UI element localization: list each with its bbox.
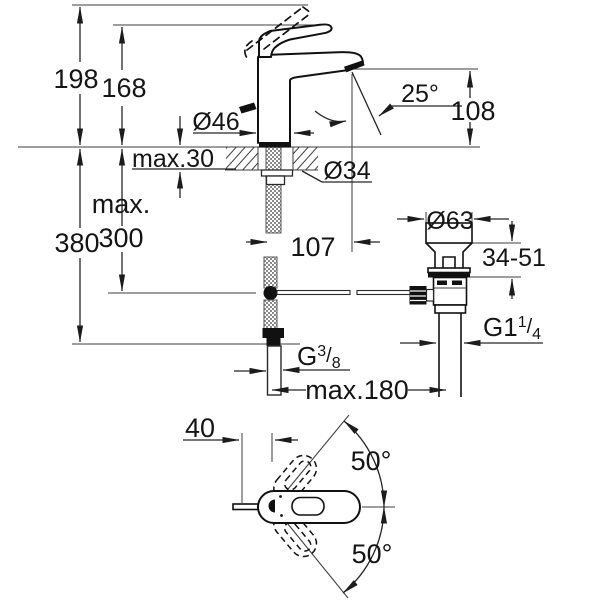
lever-slot-top-view [291,496,325,516]
faucet-outline-spout-underside [289,69,347,144]
temperature-indicator [268,499,275,513]
flow-direction-arrow [314,110,347,128]
dim-total-height-label: 198 [53,64,98,94]
aerator-outlet [344,60,365,73]
lever-raised-dashed [244,6,312,59]
faucet-top-view-body [232,454,361,558]
lever-handle [258,23,333,58]
supply-thread-nipple [266,345,282,396]
waste-flange [427,267,471,274]
dim-depth-rod-label: 300 [98,223,143,253]
dim-spout-height-label: 108 [450,96,495,126]
dim-clamping-range-label: 34-51 [482,244,546,272]
hose-nut-upper [262,328,284,338]
dim-swivel-upper-label: 50° [351,446,392,476]
threaded-shank [265,146,282,234]
dim-lever-height-label: 168 [101,73,146,103]
swivel-upper-line [278,414,350,501]
dimension-labels: 198 168 Ø46 max.30 Ø34 25° 108 max. 380 … [53,64,546,405]
swivel-lower-arc [342,506,388,594]
mounting-washer [260,169,294,177]
top-view-dimension-lines [183,414,395,599]
rod-knurled-connector [409,286,427,305]
waste-body-step [434,304,467,314]
dim-waste-diameter-label: Ø63 [426,207,473,235]
pull-rod-lower [263,256,278,289]
dim-max-prefix-label: max. [92,189,151,219]
hose-nut-lower [266,338,281,346]
dimension-lines [76,6,543,394]
waste-overflow-notch [442,256,456,268]
side-view: 198 168 Ø46 max.30 Ø34 25° 108 max. 380 … [18,4,546,405]
spout-outlet-top-view [232,503,259,511]
dim-spout-reach-label: 107 [290,232,335,262]
faucet-body [239,6,365,148]
reference-lines [18,4,521,345]
dim-lever-offset-label: 40 [185,413,215,443]
base-gasket [259,142,291,148]
spray-direction-line [351,71,382,136]
dim-swivel-lower-label: 50° [352,539,393,569]
dim-supply-thread-label: G3/8 [297,341,341,372]
pop-up-waste [409,222,473,397]
dim-waste-thread-label: G11/4 [483,312,541,343]
supply-hose-braid [263,299,278,330]
mounting-nut [265,175,286,186]
swivel-upper-arc [343,420,388,508]
dim-waste-reach-label: max.180 [305,375,409,405]
rod-clamp [425,288,435,302]
spray-angle-construction [314,71,382,136]
horizontal-rod-left [276,289,351,296]
top-view: 40 50° 50° [183,413,395,599]
swivel-lower-line [278,512,349,599]
dim-deck-thickness-label: max.30 [132,145,214,173]
waste-gasket [428,272,470,278]
dim-hole-diameter-label: Ø34 [323,157,370,185]
dim-aerator-angle-label: 25° [401,80,439,108]
dim-depth-overall-label: 380 [54,228,99,258]
rod-ball-joint [263,286,278,300]
waste-top-cylinder [425,222,473,244]
dim-body-diameter-label: Ø46 [192,108,239,136]
top-view-labels: 40 50° 50° [185,413,392,569]
waste-pull-knob [239,102,257,114]
